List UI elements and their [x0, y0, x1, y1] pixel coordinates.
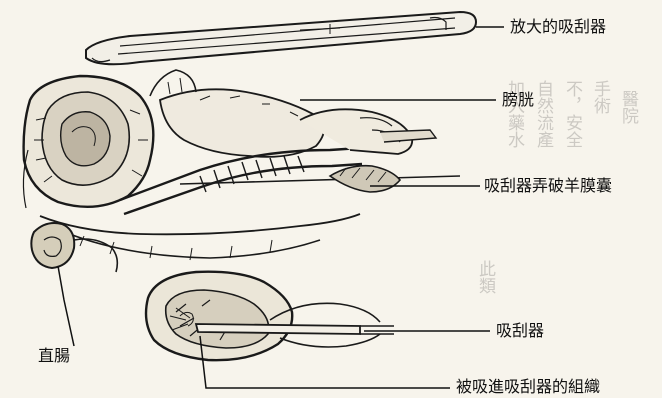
label-enlarged-curette: 放大的吸刮器	[510, 18, 606, 36]
enlarged-curette-drawing	[86, 12, 476, 64]
svg-text:不，安全: 不，安全	[562, 80, 583, 148]
label-curette-ruptures-amnion: 吸刮器弄破羊膜囊	[484, 177, 612, 195]
svg-text:此類: 此類	[475, 260, 496, 294]
uterus-with-curette	[146, 272, 394, 360]
label-rectum: 直腸	[38, 347, 70, 365]
label-aspirated-tissue: 被吸進吸刮器的組織	[456, 378, 600, 396]
leader-rectum	[58, 266, 74, 346]
label-bladder: 膀胱	[502, 91, 534, 109]
svg-text:醫院: 醫院	[618, 90, 639, 124]
svg-text:自然流產: 自然流產	[533, 80, 554, 148]
label-curette: 吸刮器	[496, 322, 544, 340]
svg-text:手術: 手術	[590, 80, 611, 114]
